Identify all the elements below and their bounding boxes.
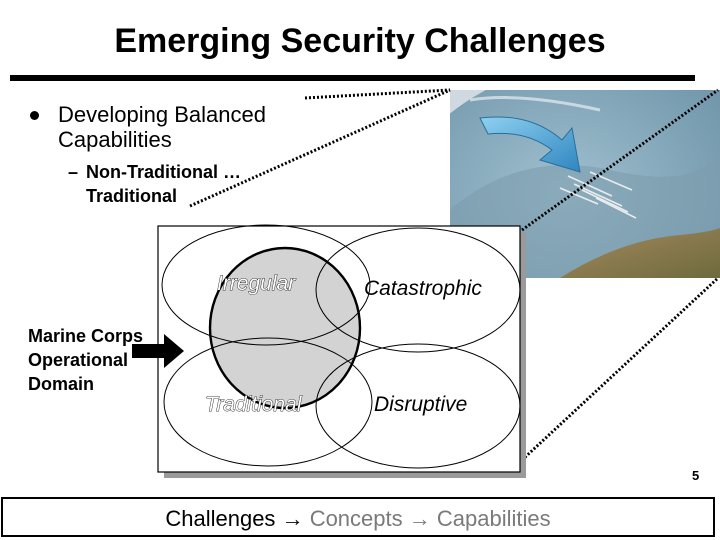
label-catastrophic: Catastrophic [364,277,482,300]
footer-banner: Challenges → Concepts → Capabilities [1,497,715,537]
curved-blue-arrow-icon [479,116,581,173]
footer-challenges: Challenges [165,506,276,531]
sub-bullet-dash: – [68,162,79,182]
slide-title: Emerging Security Challenges [114,22,606,60]
marine-domain-label: Marine Corps Operational Domain [28,326,144,394]
zoom-line-top [304,88,451,100]
highlight-circle [208,246,362,410]
title-rule [10,75,695,81]
label-disruptive: Disruptive [374,393,467,416]
arrow-right-icon [132,334,184,368]
label-irregular: Irregular [217,272,296,295]
zoom-line-left [189,88,451,208]
bullet-text: Developing Balanced Capabilities [58,102,266,152]
catastrophic-ellipse [315,227,521,353]
footer-arrow-icon: → [281,506,304,531]
slide-number: 5 [692,468,700,483]
irregular-ellipse [161,224,371,346]
footer-concepts: Concepts [309,506,403,531]
zoom-line-bottom-right [520,276,720,462]
footer-capabilities: Capabilities [436,506,551,531]
label-traditional: Traditional [205,393,303,416]
sub-bullet-text: Non-Traditional … Traditional [86,162,241,206]
traditional-ellipse [163,337,373,467]
zoom-line-top-right [521,88,719,232]
footer-arrow-icon: → [408,506,431,531]
disruptive-ellipse [315,343,521,469]
bullet-dot-icon [30,111,39,120]
